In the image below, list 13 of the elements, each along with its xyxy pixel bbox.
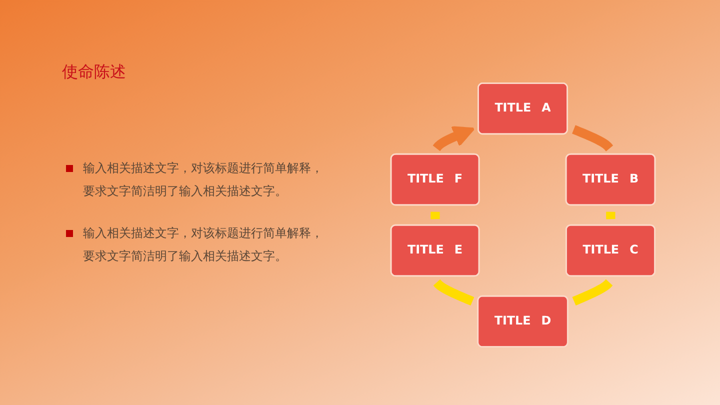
process-box: TITLE D	[477, 295, 568, 348]
process-box: TITLE C	[566, 224, 656, 277]
process-box: TITLE F	[390, 153, 480, 206]
bullet-text: 输入相关描述文字，对该标题进行简单解释，要求文字简洁明了输入相关描述文字。	[83, 160, 324, 200]
curved-line	[433, 279, 474, 306]
process-box: TITLE E	[390, 224, 480, 277]
process-box: TITLE B	[565, 153, 656, 206]
curved-line	[572, 125, 614, 152]
curved-line	[572, 279, 613, 306]
curved-arrow	[432, 126, 475, 152]
process-box: TITLE A	[478, 82, 568, 135]
slide-title: 使命陈述	[62, 61, 126, 83]
bullet-text: 输入相关描述文字，对该标题进行简单解释，要求文字简洁明了输入相关描述文字。	[83, 225, 324, 265]
